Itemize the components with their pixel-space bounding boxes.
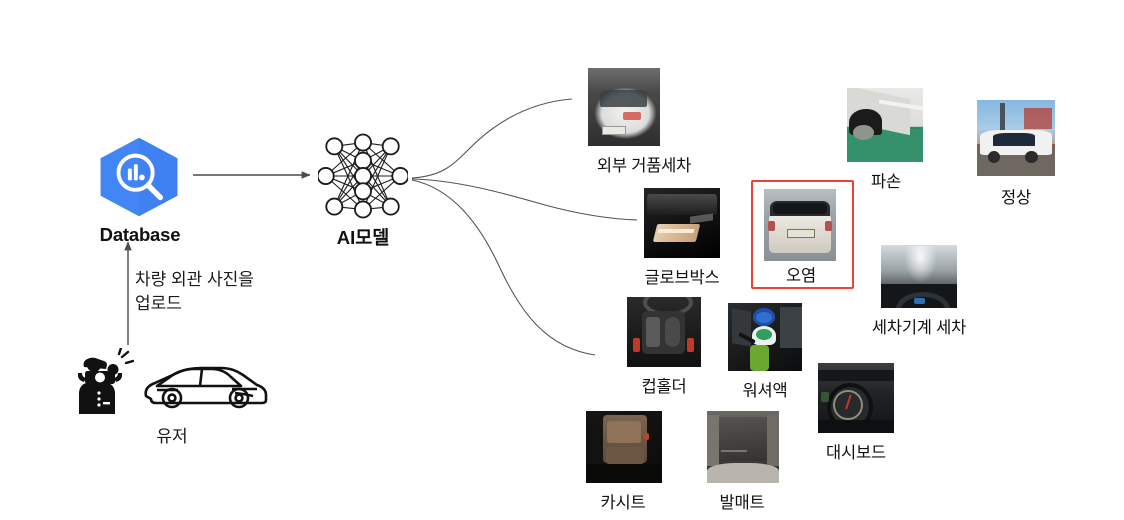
output-label-normal: 정상 [1001,189,1031,207]
output-item-car-seat[interactable]: 카시트 [586,411,662,512]
car-icon [144,366,268,409]
output-label-car-seat: 카시트 [600,494,646,512]
output-item-machine-car-wash[interactable]: 세차기계 세차 [872,245,966,337]
thumbnail-machine-car-wash[interactable] [881,245,957,308]
neural-network-icon [316,133,410,219]
upload-caption: 차량 외관 사진을 업로드 [135,270,254,314]
output-label-cup-holder: 컵홀더 [641,378,687,396]
photographer-icon [77,348,134,414]
output-label-floor-mat: 발매트 [719,494,765,512]
thumbnail-washer-fluid[interactable] [728,303,802,371]
database-node[interactable]: Database [96,132,184,245]
output-label-damage: 파손 [871,173,901,191]
output-item-washer-fluid[interactable]: 워셔액 [728,303,802,400]
output-item-exterior-foam-wash[interactable]: 외부 거품세차 [588,68,691,175]
thumbnail-cup-holder[interactable] [627,297,701,367]
output-label-exterior-foam-wash: 외부 거품세차 [596,157,692,175]
output-item-dashboard[interactable]: 대시보드 [818,363,894,462]
output-item-glove-box[interactable]: 글로브박스 [644,188,720,287]
output-item-cup-holder[interactable]: 컵홀더 [627,297,701,396]
thumbnail-exterior-foam-wash[interactable] [588,68,660,146]
user-node[interactable] [72,348,272,418]
output-item-normal[interactable]: 정상 [977,100,1055,207]
thumbnail-floor-mat[interactable] [707,411,779,483]
thumbnail-car-seat[interactable] [586,411,662,483]
output-label-dashboard: 대시보드 [826,444,886,462]
thumbnail-dashboard[interactable] [818,363,894,433]
output-label-washer-fluid: 워셔액 [742,382,788,400]
thumbnail-glove-box[interactable] [644,188,720,258]
thumbnail-normal[interactable] [977,100,1055,176]
thumbnail-contamination[interactable] [764,189,836,261]
thumbnail-damage[interactable] [847,88,923,162]
branch-to-exterior-wash [411,98,573,179]
user-label: 유저 [156,427,188,446]
branch-to-glovebox [411,178,638,221]
output-item-damage[interactable]: 파손 [847,88,923,191]
ai-model-node[interactable]: AI모델 [316,132,410,248]
database-search-hexagon-icon [100,137,178,217]
branch-to-lower-group [411,179,596,356]
output-item-floor-mat[interactable]: 발매트 [707,411,779,512]
output-label-contamination: 오염 [786,267,816,285]
output-label-glove-box: 글로브박스 [644,269,720,287]
output-label-machine-car-wash: 세차기계 세차 [871,319,967,337]
ai-model-label: AI모델 [336,227,390,248]
database-label: Database [99,224,181,245]
